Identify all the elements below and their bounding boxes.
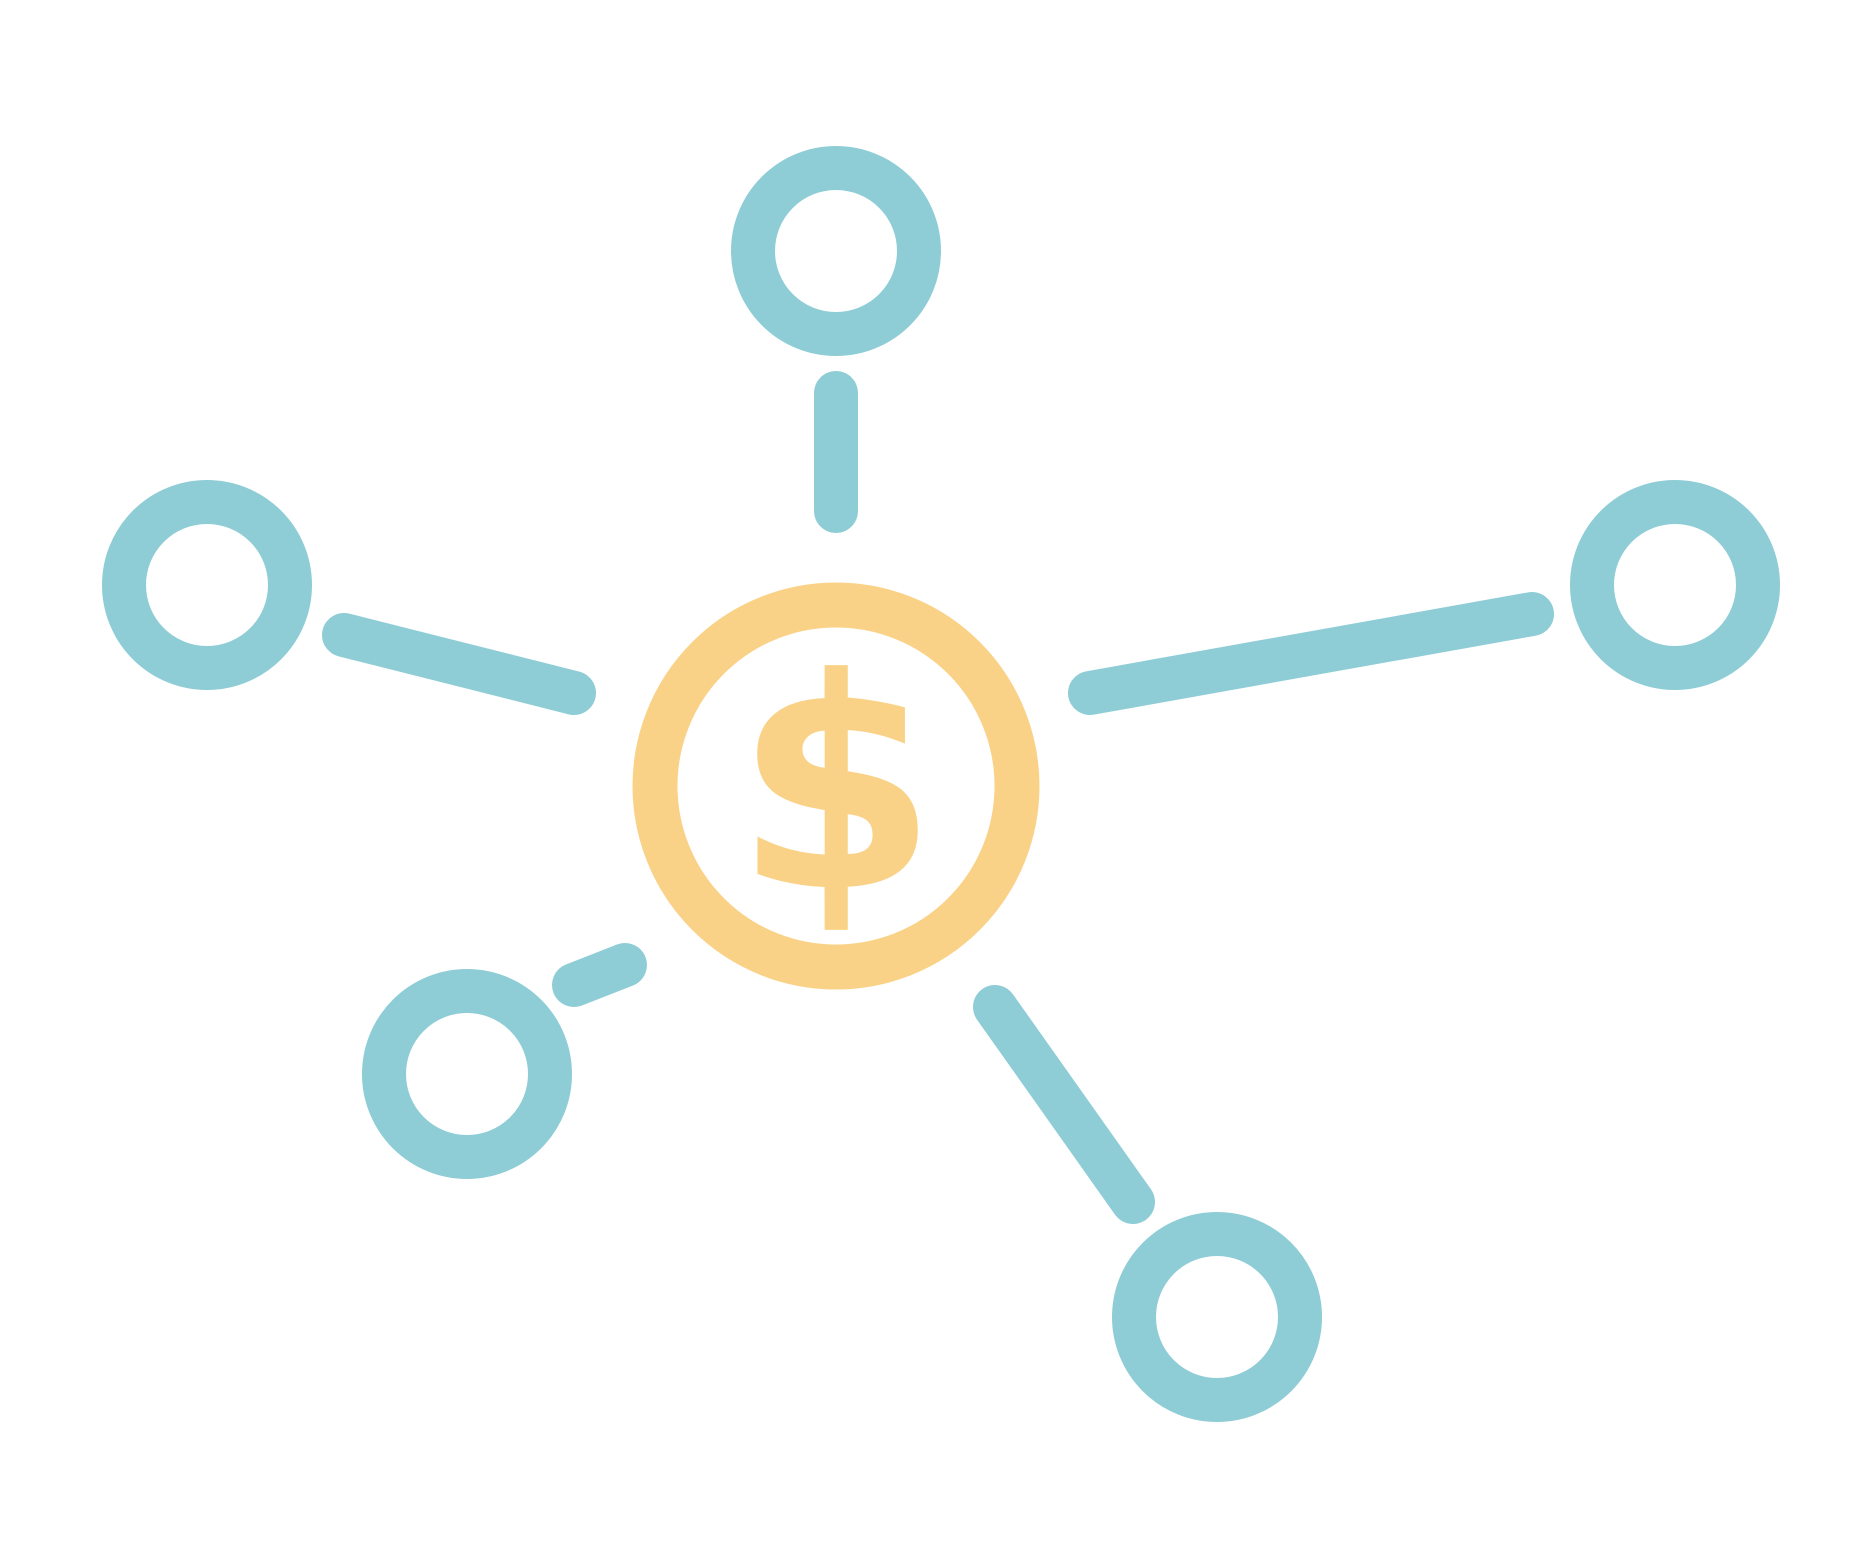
connector-bottom-left — [552, 943, 647, 1007]
node-top — [731, 146, 941, 356]
node-right — [1570, 480, 1780, 690]
connector-right — [1068, 592, 1554, 715]
connector-left — [322, 613, 596, 715]
node-bottom-right — [1112, 1212, 1322, 1422]
node-left — [102, 480, 312, 690]
dollar-coin-icon: $ — [632, 582, 1040, 990]
hub-ring — [632, 582, 1040, 990]
dollar-symbol: $ — [734, 616, 937, 956]
connector-bottom-right — [973, 985, 1155, 1224]
node-bottom-left — [362, 969, 572, 1179]
